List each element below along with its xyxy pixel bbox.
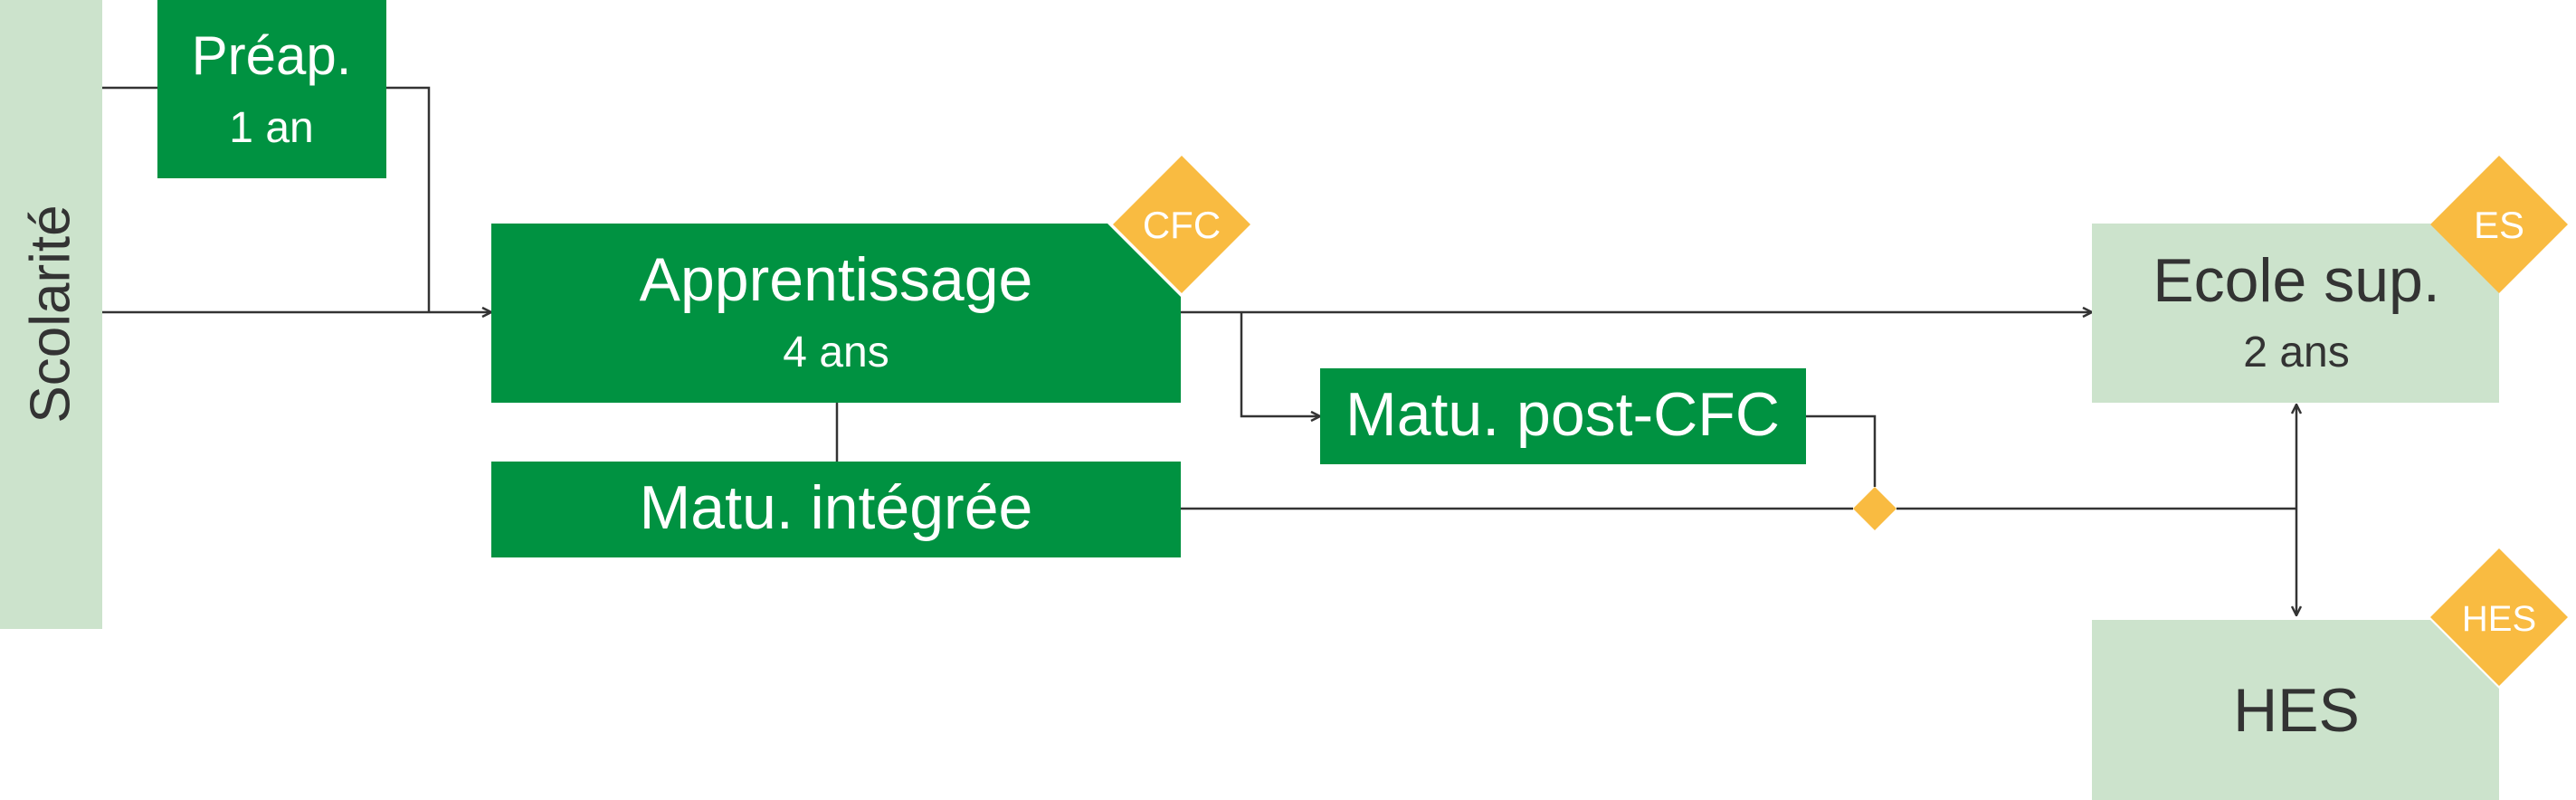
matu-integree-title: Matu. intégrée xyxy=(640,473,1033,542)
apprentissage-box: Apprentissage 4 ans xyxy=(491,224,1181,403)
matu-post-cfc-box: Matu. post-CFC xyxy=(1320,368,1806,464)
connectors xyxy=(102,86,2296,615)
hes-badge-label: HES xyxy=(2462,599,2536,639)
hes-box: HES xyxy=(2092,620,2499,800)
matu-post-cfc-background xyxy=(1320,368,1806,464)
matu-integree-box: Matu. intégrée xyxy=(491,462,1181,557)
ecole-sup-title: Ecole sup. xyxy=(2153,246,2440,315)
apprentissage-title: Apprentissage xyxy=(640,245,1033,314)
preap-background xyxy=(157,0,386,178)
es-badge: ES xyxy=(2430,156,2568,293)
matu-integree-background xyxy=(491,462,1181,557)
matu-post-cfc-to-junction-line xyxy=(1806,414,1877,487)
cfc-badge: CFC xyxy=(1113,156,1250,293)
hes-background xyxy=(2092,620,2499,800)
matu-post-cfc-title: Matu. post-CFC xyxy=(1345,380,1780,449)
apprentissage-background xyxy=(491,224,1181,403)
ecole-sup-box: Ecole sup. 2 ans xyxy=(2092,224,2499,403)
hes-badge: HES xyxy=(2430,548,2568,686)
preap-duration: 1 an xyxy=(229,104,313,152)
scolarite-label: Scolarité xyxy=(20,205,82,423)
apprentissage-to-matu-post-cfc-arrow xyxy=(1240,312,1320,416)
preap-to-apprentissage-line xyxy=(386,86,431,312)
preap-box: Préap. 1 an xyxy=(157,0,386,178)
hes-diamond xyxy=(2430,548,2568,686)
ecole-sup-duration: 2 ans xyxy=(2243,329,2349,376)
scolarite-box: Scolarité xyxy=(0,0,102,629)
es-badge-label: ES xyxy=(2474,204,2524,246)
scolarite-background xyxy=(0,0,102,629)
preap-title: Préap. xyxy=(192,25,352,86)
apprentissage-duration: 4 ans xyxy=(783,329,889,376)
es-diamond xyxy=(2430,156,2568,293)
ecole-sup-background xyxy=(2092,224,2499,403)
junction-diamond xyxy=(1853,487,1896,530)
hes-title: HES xyxy=(2233,676,2360,745)
cfc-badge-label: CFC xyxy=(1143,204,1221,246)
cfc-diamond xyxy=(1113,156,1250,293)
